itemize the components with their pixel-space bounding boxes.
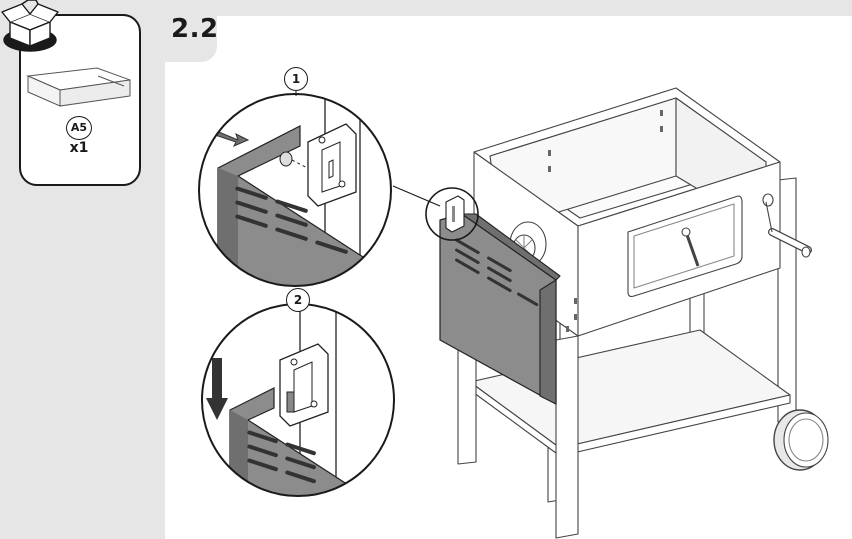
side-panel-part-icon — [26, 67, 131, 107]
step-tab — [165, 0, 217, 62]
zoom-circle — [425, 187, 479, 241]
part-code-badge: A5 — [66, 116, 92, 140]
open-box-icon — [1, 0, 59, 52]
detail-circle-2 — [201, 303, 395, 497]
grill-cart — [439, 87, 829, 539]
part-quantity: x1 — [69, 140, 89, 156]
detail-circle-1 — [198, 93, 392, 287]
callout-1: 1 — [284, 67, 308, 91]
step-number: 2.2 — [171, 14, 219, 44]
callout-2: 2 — [286, 288, 310, 312]
